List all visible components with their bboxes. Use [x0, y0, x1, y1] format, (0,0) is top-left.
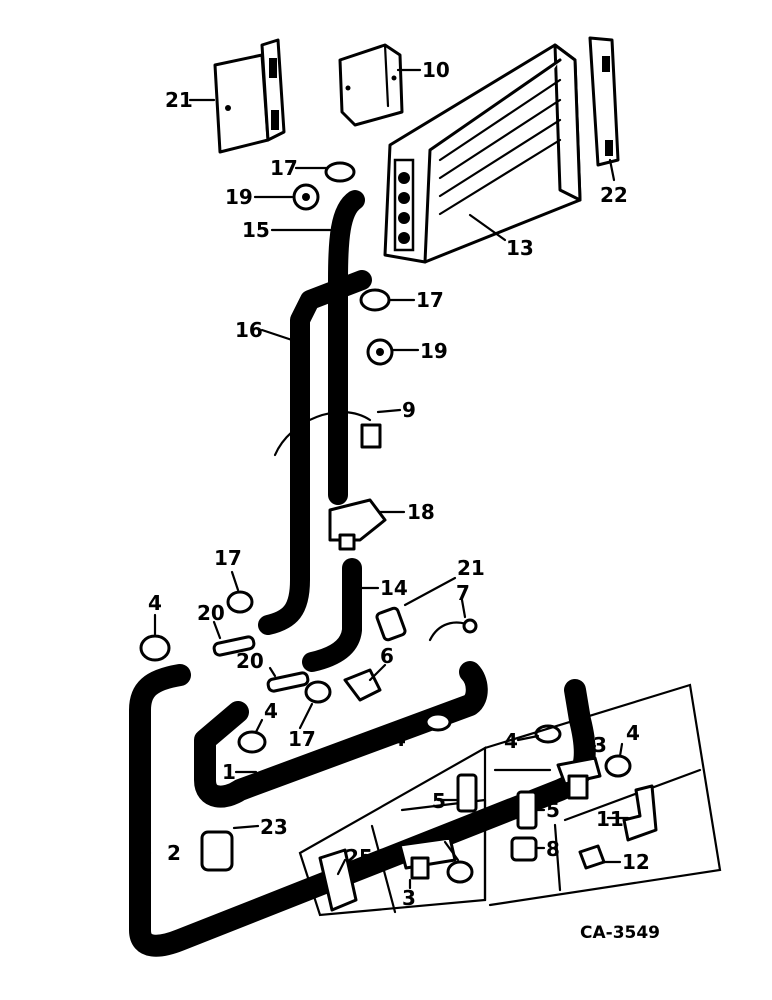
- clamp-17-middle: [359, 288, 416, 312]
- sensor-7: [428, 598, 478, 642]
- callout-17-upper: 17: [270, 156, 298, 180]
- callout-8: 8: [546, 837, 560, 861]
- callout-22: 22: [600, 183, 628, 207]
- bracket-22: [588, 36, 620, 182]
- callout-10: 10: [422, 58, 450, 82]
- connector-20-upper: [212, 620, 256, 657]
- heater-core-13: [383, 43, 582, 264]
- fitting-5-right: [516, 790, 546, 830]
- hose-14: [302, 558, 380, 672]
- callout-19-middle: 19: [420, 339, 448, 363]
- callout-4-inset-bottom: 4: [438, 821, 452, 845]
- grommet-19-middle: [366, 338, 420, 366]
- callout-5-left: 5: [432, 789, 446, 813]
- tee-3-upper: [556, 744, 602, 800]
- callout-17-left: 17: [214, 546, 242, 570]
- callout-12: 12: [622, 850, 650, 874]
- clamp-4-left: [139, 613, 171, 662]
- callout-4-mid: 4: [264, 699, 278, 723]
- callout-2: 2: [167, 841, 181, 865]
- hose-1: [194, 661, 488, 808]
- clamp-4-right: [516, 724, 562, 744]
- connector-20-lower: [266, 666, 310, 693]
- callout-11: 11: [596, 807, 624, 831]
- grommet-19-upper: [253, 183, 320, 211]
- valve-8: [510, 836, 546, 862]
- callout-23: 23: [260, 815, 288, 839]
- clip-23: [200, 824, 260, 872]
- callout-labels: 21 10 17 19 22 15 13 17 16 19 9 18 17 21…: [148, 58, 660, 943]
- callout-4-left: 4: [148, 591, 162, 615]
- callout-5-right: 5: [546, 798, 560, 822]
- clamp-4-center: [403, 712, 452, 740]
- clamp-4-mid: [237, 718, 267, 754]
- callout-16: 16: [235, 318, 263, 342]
- callout-24: 21: [457, 556, 485, 580]
- callout-6: 6: [380, 644, 394, 668]
- hose-16: [258, 270, 372, 635]
- callout-18: 18: [407, 500, 435, 524]
- callout-13: 13: [506, 236, 534, 260]
- callout-19-upper: 19: [225, 185, 253, 209]
- callout-14: 14: [380, 576, 408, 600]
- callout-3-upper: 3: [593, 733, 607, 757]
- elbow-11: [606, 784, 658, 842]
- fitting-24: [375, 576, 457, 642]
- clamp-4-inset-bottom: [443, 840, 474, 884]
- callout-17-middle: 17: [416, 288, 444, 312]
- tee-3-lower: [398, 836, 457, 890]
- figure-code: CA-3549: [580, 923, 660, 943]
- bracket-10: [338, 43, 422, 127]
- callout-4-right: 4: [504, 729, 518, 753]
- fitting-5-left: [436, 773, 478, 813]
- bracket-21: [188, 38, 286, 154]
- clamp-17-left: [226, 570, 254, 614]
- callout-7: 7: [456, 581, 470, 605]
- callout-17-lower: 17: [288, 727, 316, 751]
- clip-6: [343, 663, 387, 702]
- callout-3-lower: 3: [402, 886, 416, 910]
- clamp-17-upper: [294, 161, 356, 183]
- inset-panels: [298, 683, 722, 917]
- clamp-17-lower: [298, 680, 332, 730]
- callout-4-center: 4: [392, 727, 406, 751]
- fitting-25: [318, 848, 358, 912]
- callout-1: 1: [222, 760, 236, 784]
- callout-4-inset-top: 4: [626, 721, 640, 745]
- callout-15: 15: [242, 218, 270, 242]
- callout-20-lower: 20: [236, 649, 264, 673]
- hose-15: [270, 190, 365, 505]
- clamp-4-inset-top: [604, 742, 632, 778]
- strap-9: [273, 408, 402, 457]
- callout-25: 25: [345, 845, 373, 869]
- callout-20-upper: 20: [197, 601, 225, 625]
- fitting-12: [578, 844, 622, 870]
- callout-9: 9: [402, 398, 416, 422]
- valve-18: [328, 498, 406, 551]
- callout-21: 21: [165, 88, 193, 112]
